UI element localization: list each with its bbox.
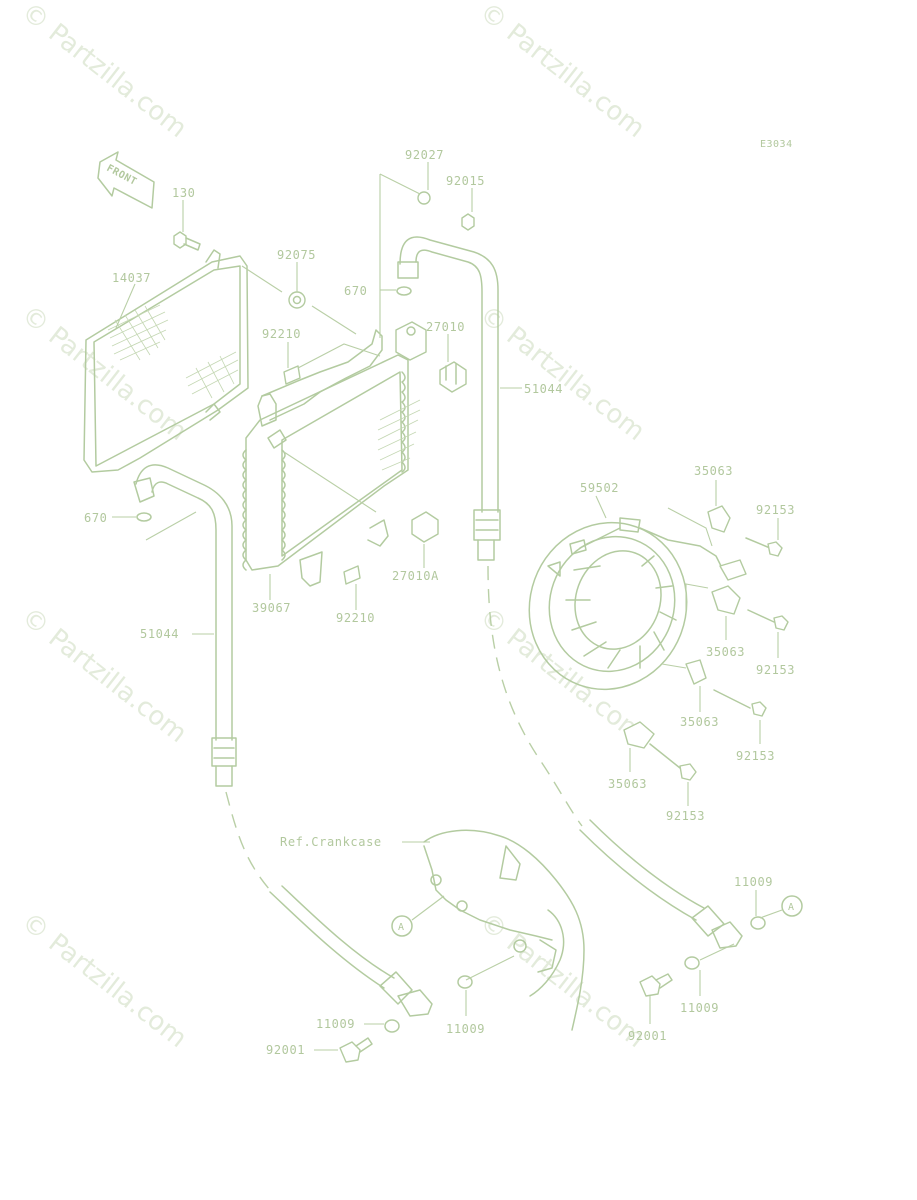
cooler-fins-right (377, 371, 421, 473)
bolt-92153-a (745, 537, 783, 557)
diagram-code: E3034 (760, 139, 793, 150)
washer-11009-c (750, 916, 766, 930)
label-92210-top: 92210 (262, 327, 301, 341)
leader-lines (112, 162, 783, 1051)
label-11009-b: 11009 (680, 1001, 719, 1015)
label-35063-d: 35063 (608, 777, 647, 791)
label-670-left: 670 (84, 511, 107, 525)
fitting-block (395, 321, 427, 361)
nut-92015 (461, 213, 475, 231)
washer-11009-a (384, 1019, 400, 1033)
watermarks: © Partzilla.com © Partzilla.com © Partzi… (16, 0, 651, 1054)
cover-59502 (528, 517, 723, 691)
bolt-92153-d (649, 743, 697, 781)
clamp-35063-a (707, 505, 731, 533)
callout-a-right: A (781, 895, 803, 917)
coupler (719, 559, 747, 581)
nut-92210-bottom (343, 565, 361, 585)
clamp-35063-d (623, 721, 655, 749)
label-35063-b: 35063 (706, 645, 745, 659)
label-27010: 27010 (426, 320, 465, 334)
label-130: 130 (172, 186, 195, 200)
oil-temp-switch-27010A (411, 511, 439, 543)
washer-11009-d (684, 956, 700, 970)
label-11009-a: 11009 (734, 875, 773, 889)
label-59502: 59502 (580, 481, 619, 495)
part-labels: 130 14037 92075 92027 92015 670 27010 51… (84, 148, 795, 1057)
crankcase-reference (423, 829, 585, 1031)
label-92153-d: 92153 (666, 809, 705, 823)
label-11009-c: 11009 (316, 1017, 355, 1031)
lower-hose-left (269, 885, 433, 1017)
screen-mesh (107, 304, 239, 399)
oil-temp-switch-27010 (439, 361, 467, 393)
banjo-bolt-92001-b (639, 973, 673, 997)
clamp-35063-c (685, 659, 707, 685)
label-51044-right: 51044 (524, 382, 563, 396)
label-27010A: 27010A (392, 569, 439, 583)
label-92153-a: 92153 (756, 503, 795, 517)
watermark: © Partzilla.com (16, 300, 193, 447)
label-92153-c: 92153 (736, 749, 775, 763)
watermark: © Partzilla.com (474, 0, 651, 144)
clamp-35063-b (711, 585, 741, 615)
o-ring-670-left (136, 512, 152, 522)
oil-cooler-core (242, 329, 421, 587)
label-92153-b: 92153 (756, 663, 795, 677)
nut-92210-top (283, 365, 301, 385)
label-92027: 92027 (405, 148, 444, 162)
watermark: © Partzilla.com (16, 602, 193, 749)
watermark: © Partzilla.com (474, 300, 651, 447)
o-ring-670-top (396, 286, 412, 296)
label-35063-c: 35063 (680, 715, 719, 729)
oil-hose-right (397, 236, 501, 561)
front-arrow-label: FRONT (105, 163, 139, 188)
bolt-92153-b (747, 609, 789, 631)
label-92015: 92015 (446, 174, 485, 188)
label-11009-d: 11009 (446, 1022, 485, 1036)
label-92001-a: 92001 (628, 1029, 667, 1043)
watermark: © Partzilla.com (16, 0, 193, 144)
cooler-fins-left (242, 449, 286, 571)
callout-a-left-letter: A (398, 922, 405, 933)
label-14037: 14037 (112, 271, 151, 285)
label-35063-a: 35063 (694, 464, 733, 478)
label-670-top: 670 (344, 284, 367, 298)
label-92001-b: 92001 (266, 1043, 305, 1057)
label-92075: 92075 (277, 248, 316, 262)
oil-hose-left (133, 464, 237, 787)
label-51044-left: 51044 (140, 627, 179, 641)
label-ref-crankcase: Ref.Crankcase (280, 835, 382, 849)
grommet-92075 (288, 291, 306, 309)
bolt-130 (173, 231, 201, 251)
watermark: © Partzilla.com (16, 907, 193, 1054)
label-39067: 39067 (252, 601, 291, 615)
washer-11009-b (457, 975, 473, 989)
callout-a-right-letter: A (788, 902, 795, 913)
radiator-screen (83, 249, 249, 473)
front-arrow-icon: FRONT (97, 151, 155, 209)
hose-continuation-right (487, 565, 583, 827)
label-92210-bottom: 92210 (336, 611, 375, 625)
callout-a-left: A (391, 915, 413, 937)
bolt-92153-c (713, 689, 767, 717)
hose-continuation-left (225, 791, 271, 891)
banjo-bolt-92001-a (339, 1037, 373, 1063)
washer-92027 (417, 191, 431, 205)
lower-hose-right (579, 819, 743, 949)
